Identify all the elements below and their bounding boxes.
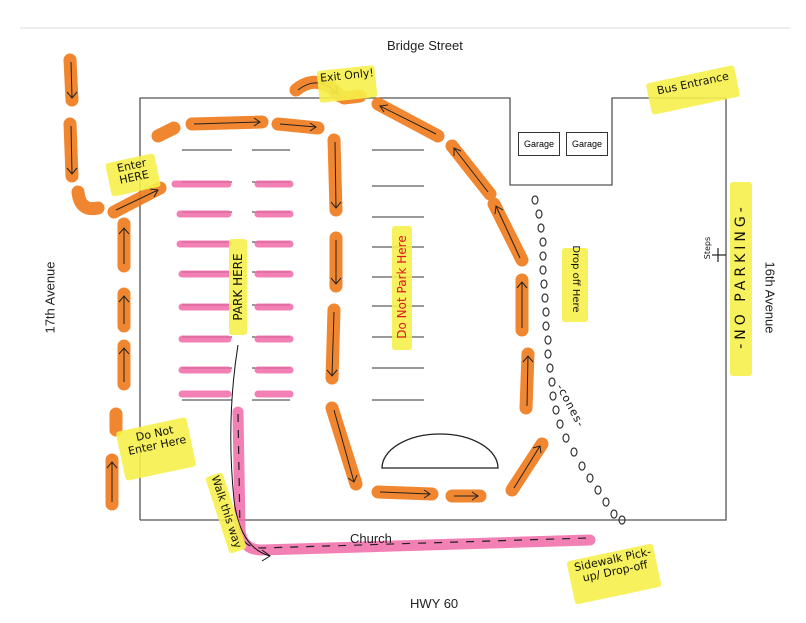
garage-2: Garage — [566, 132, 608, 156]
half-circle-island — [381, 433, 499, 469]
pink-walkway — [232, 406, 596, 556]
street-label-west: 17th Avenue — [42, 261, 58, 334]
drop-off-note: Drop off Here — [570, 245, 581, 313]
church-label: Church — [350, 531, 392, 546]
steps-note: Steps — [703, 236, 712, 260]
arrow-direction-lines — [66, 61, 542, 502]
no-parking-note: -NO PARKING- — [733, 203, 749, 349]
walkway-dashes — [237, 413, 589, 549]
street-label-south: HWY 60 — [410, 596, 459, 611]
garage-1: Garage — [518, 132, 560, 156]
street-label-east: 16th Avenue — [762, 261, 778, 334]
cones — [531, 195, 626, 525]
pink-stall-marks — [171, 180, 294, 398]
walk-path-line — [230, 344, 271, 557]
park-here-note: PARK HERE — [231, 253, 245, 321]
lot-outline — [139, 97, 727, 521]
do-not-park-note: Do Not Park Here — [395, 235, 409, 339]
steps-marker — [712, 248, 726, 262]
street-label-north: Bridge Street — [387, 38, 463, 53]
